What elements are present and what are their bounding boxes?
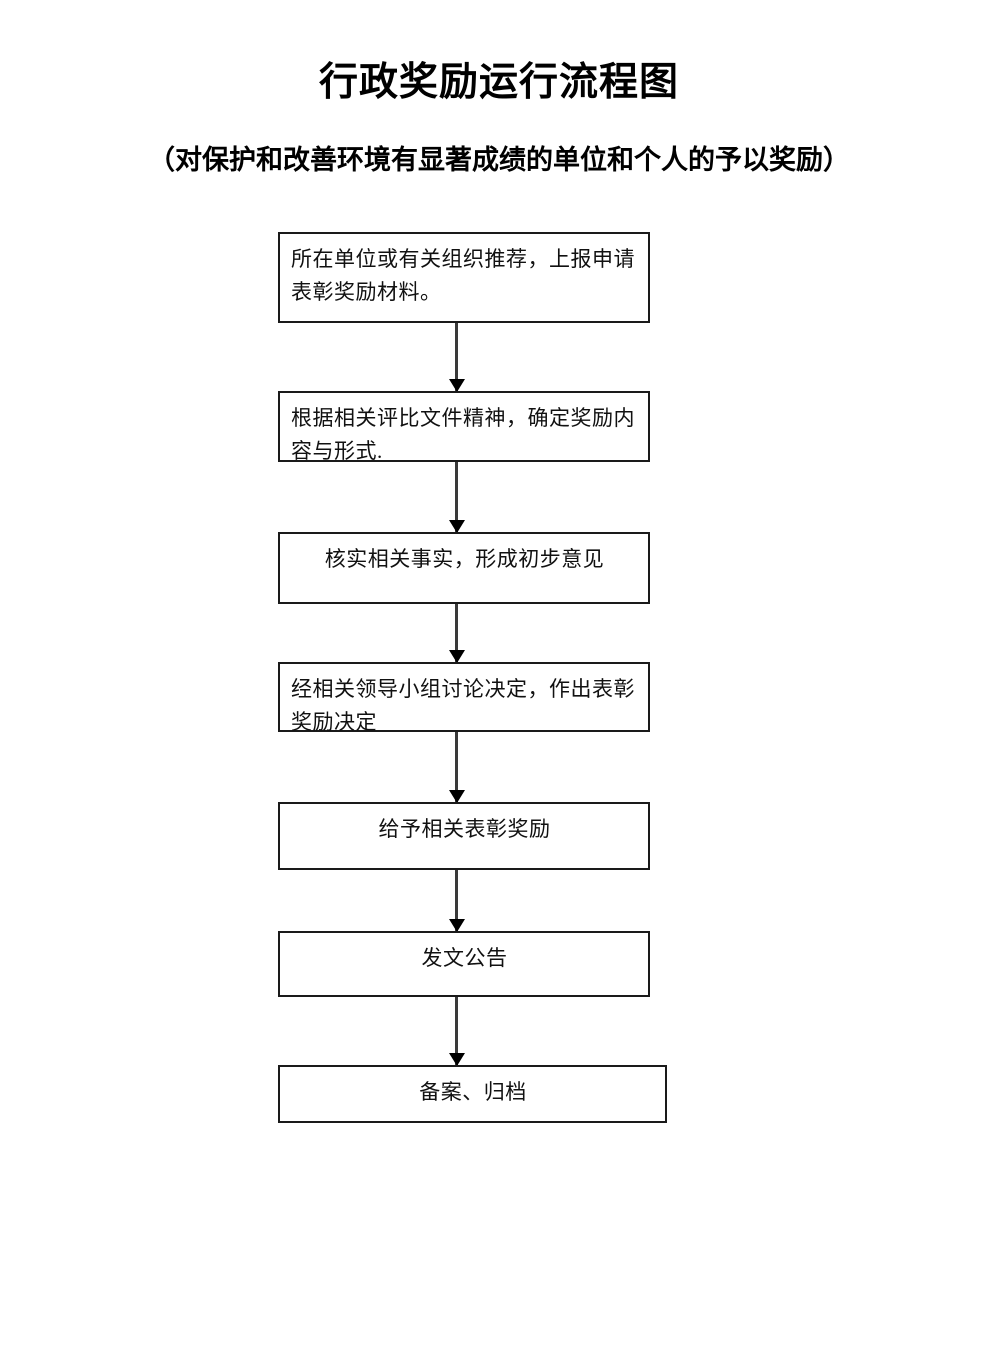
arrow-down-icon: [448, 520, 465, 533]
page-title: 行政奖励运行流程图: [318, 61, 679, 104]
flow-node-step-6: 发文公告: [278, 931, 650, 997]
flow-connector-2-3: [448, 462, 465, 533]
arrow-down-icon: [448, 379, 465, 392]
flow-node-step-3: 核实相关事实，形成初步意见: [278, 532, 650, 604]
flow-node-step-1-label: 所在单位或有关组织推荐，上报申请表彰奖励材料。: [291, 247, 635, 304]
flow-node-step-5: 给予相关表彰奖励: [278, 802, 650, 870]
arrow-down-icon: [448, 790, 465, 803]
flow-node-step-7: 备案、归档: [278, 1065, 667, 1123]
flow-connector-4-5: [448, 732, 465, 803]
flow-node-step-4-label: 经相关领导小组讨论决定，作出表彰奖励决定: [291, 677, 635, 734]
flow-node-step-2: 根据相关评比文件精神，确定奖励内容与形式.: [278, 391, 650, 463]
arrow-down-icon: [448, 1053, 465, 1066]
flow-node-step-7-label: 备案、归档: [419, 1080, 527, 1104]
flow-node-step-4: 经相关领导小组讨论决定，作出表彰奖励决定: [278, 662, 650, 734]
flow-node-step-6-label: 发文公告: [421, 946, 508, 970]
page-subtitle: （对保护和改善环境有显著成绩的单位和个人的予以奖励）: [148, 145, 850, 175]
flow-node-step-5-label: 给予相关表彰奖励: [378, 817, 551, 841]
flow-node-step-1: 所在单位或有关组织推荐，上报申请表彰奖励材料。: [278, 232, 650, 323]
flow-connector-3-4: [448, 604, 465, 663]
flow-connector-1-2: [448, 323, 465, 392]
flow-node-step-3-label: 核实相关事实，形成初步意见: [324, 547, 605, 571]
arrow-down-icon: [448, 919, 465, 932]
flow-connector-5-6: [448, 870, 465, 932]
flow-connector-6-7: [448, 997, 465, 1066]
arrow-down-icon: [448, 650, 465, 663]
flow-node-step-2-label: 根据相关评比文件精神，确定奖励内容与形式.: [291, 406, 635, 463]
